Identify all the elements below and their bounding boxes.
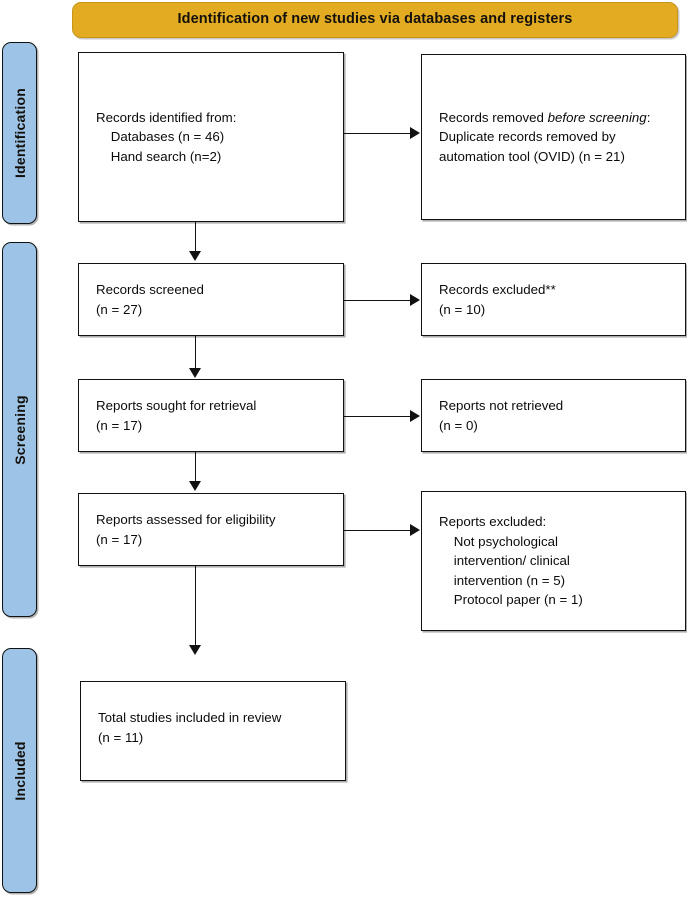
box-records-excluded: Records excluded** (n = 10) bbox=[421, 263, 686, 336]
connector-screened-to-excluded bbox=[344, 300, 411, 301]
reports-excluded-line3: intervention/ clinical bbox=[439, 553, 570, 569]
studies-included-line1: Total studies included in review bbox=[98, 710, 282, 725]
stage-bar-included: Included bbox=[2, 648, 37, 893]
records-screened-line2: (n = 27) bbox=[96, 301, 143, 317]
records-removed-italic: before screening bbox=[547, 109, 647, 125]
connector-sought-to-assessed bbox=[195, 452, 196, 483]
box-reports-excluded-text: Reports excluded: Not psychological inte… bbox=[439, 512, 583, 610]
box-reports-excluded: Reports excluded: Not psychological inte… bbox=[421, 491, 686, 631]
stage-bar-identification: Identification bbox=[2, 42, 37, 224]
reports-excluded-line4: intervention (n = 5) bbox=[439, 572, 566, 588]
connector-identified-to-screened bbox=[195, 222, 196, 253]
reports-excluded-line1: Reports excluded: bbox=[439, 514, 547, 530]
reports-not-retrieved-line2: (n = 0) bbox=[439, 417, 478, 433]
arrowhead-down-included bbox=[189, 645, 201, 655]
box-studies-included-text: Total studies included in review (n = 11… bbox=[98, 708, 281, 747]
reports-sought-line2: (n = 17) bbox=[96, 417, 143, 433]
box-records-screened: Records screened (n = 27) bbox=[78, 263, 344, 336]
records-removed-lead: Records removed bbox=[439, 109, 548, 125]
records-removed-line2: Duplicate records removed by bbox=[439, 129, 616, 145]
box-reports-not-retrieved: Reports not retrieved (n = 0) bbox=[421, 379, 686, 452]
box-records-removed-text: Records removed before screening: Duplic… bbox=[439, 108, 650, 167]
identification-banner: Identification of new studies via databa… bbox=[72, 2, 678, 38]
reports-sought-line1: Reports sought for retrieval bbox=[96, 397, 257, 413]
box-records-identified-text: Records identified from: Databases (n = … bbox=[96, 108, 236, 167]
records-identified-line2: Databases (n = 46) bbox=[96, 129, 225, 145]
box-records-identified: Records identified from: Databases (n = … bbox=[78, 52, 344, 222]
box-reports-sought-text: Reports sought for retrieval (n = 17) bbox=[96, 396, 256, 435]
arrowhead-down-sought bbox=[189, 368, 201, 378]
connector-screened-to-sought bbox=[195, 336, 196, 369]
box-studies-included: Total studies included in review (n = 11… bbox=[80, 681, 346, 781]
stage-bar-screening: Screening bbox=[2, 242, 37, 617]
stage-label-screening: Screening bbox=[11, 394, 28, 465]
records-identified-line3: Hand search (n=2) bbox=[96, 148, 222, 164]
records-excluded-line1: Records excluded** bbox=[439, 281, 556, 297]
box-reports-not-retrieved-text: Reports not retrieved (n = 0) bbox=[439, 396, 563, 435]
arrowhead-right-reports-excluded bbox=[410, 524, 420, 536]
connector-assessed-to-included bbox=[195, 566, 196, 647]
arrowhead-right-not-retrieved bbox=[410, 410, 420, 422]
records-identified-line1: Records identified from: bbox=[96, 109, 237, 125]
box-records-removed: Records removed before screening: Duplic… bbox=[421, 54, 686, 220]
arrowhead-right-removed bbox=[410, 127, 420, 139]
records-excluded-line2: (n = 10) bbox=[439, 301, 486, 317]
arrowhead-down-screened bbox=[189, 251, 201, 261]
arrowhead-right-excluded bbox=[410, 294, 420, 306]
studies-included-line2: (n = 11) bbox=[98, 729, 144, 745]
reports-excluded-line5: Protocol paper (n = 1) bbox=[439, 592, 583, 608]
stage-label-included: Included bbox=[11, 740, 28, 801]
records-removed-colon: : bbox=[646, 109, 651, 125]
box-reports-assessed: Reports assessed for eligibility (n = 17… bbox=[78, 493, 344, 566]
stage-label-identification: Identification bbox=[11, 88, 28, 178]
connector-identified-to-removed bbox=[344, 133, 411, 134]
box-records-screened-text: Records screened (n = 27) bbox=[96, 280, 204, 319]
arrowhead-down-assessed bbox=[189, 481, 201, 491]
banner-title: Identification of new studies via databa… bbox=[177, 11, 573, 28]
connector-sought-to-not-retrieved bbox=[344, 416, 411, 417]
reports-assessed-line1: Reports assessed for eligibility bbox=[96, 511, 276, 527]
box-records-excluded-text: Records excluded** (n = 10) bbox=[439, 280, 556, 319]
reports-not-retrieved-line1: Reports not retrieved bbox=[439, 397, 564, 413]
box-reports-assessed-text: Reports assessed for eligibility (n = 17… bbox=[96, 510, 276, 549]
box-reports-sought: Reports sought for retrieval (n = 17) bbox=[78, 379, 344, 452]
reports-assessed-line2: (n = 17) bbox=[96, 531, 143, 547]
records-screened-line1: Records screened bbox=[96, 281, 204, 297]
records-removed-line3: automation tool (OVID) (n = 21) bbox=[439, 148, 625, 164]
reports-excluded-line2: Not psychological bbox=[439, 533, 558, 549]
connector-assessed-to-reports-excluded bbox=[344, 530, 411, 531]
